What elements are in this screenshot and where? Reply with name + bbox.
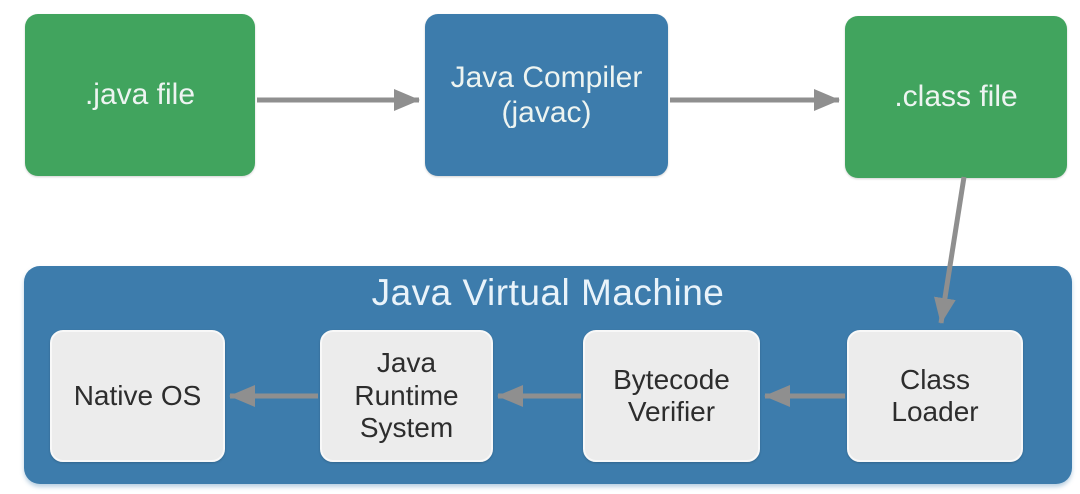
java-file-label: .java file	[84, 78, 196, 111]
java-compiler-label-line2: (javac)	[501, 96, 592, 129]
native-os-node: Native OS	[50, 330, 225, 462]
loader-label-line2: Loader	[891, 396, 979, 427]
java-runtime-system-node: Java Runtime System	[320, 330, 493, 462]
class-file-label: .class file	[894, 80, 1018, 113]
native-os-label: Native OS	[73, 379, 202, 411]
loader-label-line1: Class	[899, 363, 970, 395]
runtime-label-line2: Runtime	[354, 379, 459, 411]
runtime-label-line3: System	[359, 412, 454, 444]
jvm-title: Java Virtual Machine	[371, 272, 725, 313]
bytecode-verifier-node: Bytecode Verifier	[583, 330, 760, 462]
class-loader-node: Class Loader	[847, 330, 1023, 462]
runtime-label-line1: Java	[376, 347, 437, 379]
java-compiler-node: Java Compiler (javac)	[425, 14, 668, 176]
java-file-node: .java file	[25, 14, 255, 176]
verifier-label-line1: Bytecode	[613, 363, 730, 395]
java-compiler-label-line1: Java Compiler	[450, 60, 643, 94]
verifier-label-line2: Verifier	[627, 396, 716, 427]
class-file-node: .class file	[845, 16, 1067, 178]
